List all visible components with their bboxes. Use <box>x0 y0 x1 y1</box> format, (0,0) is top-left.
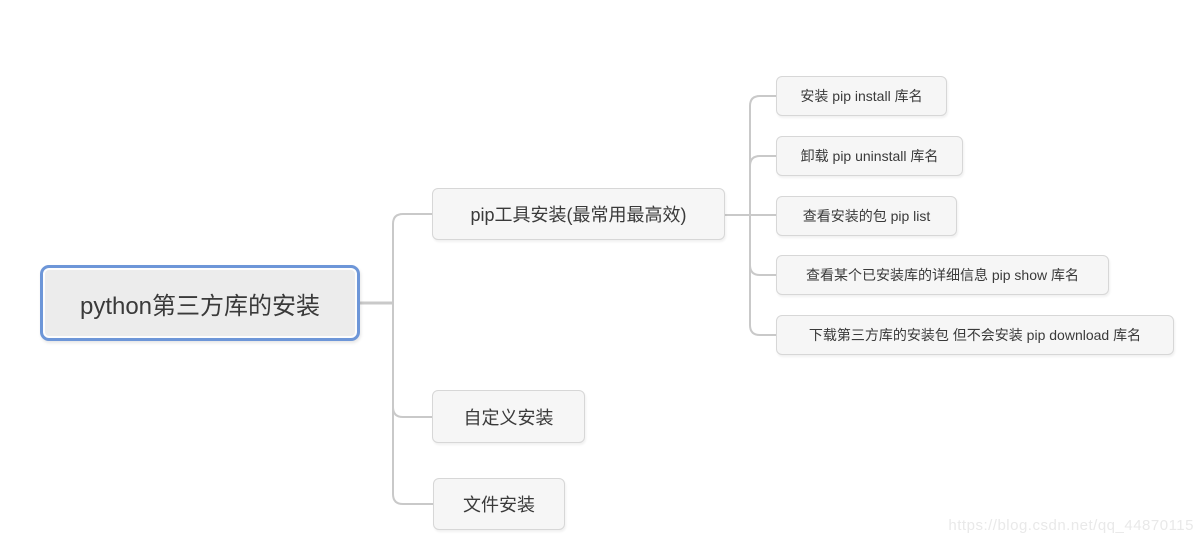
branch-node-label: 自定义安装 <box>463 407 554 428</box>
root-node[interactable]: python第三方库的安装 <box>40 265 360 341</box>
leaf-node-label: 查看安装的包 pip list <box>802 208 931 224</box>
leaf-node-label: 下载第三方库的安装包 但不会安装 pip download 库名 <box>808 327 1142 343</box>
connector-to-leaf-4 <box>749 264 776 276</box>
leaf-node-pip-install[interactable]: 安装 pip install 库名 <box>776 76 947 116</box>
leaf-node-pip-show[interactable]: 查看某个已安装库的详细信息 pip show 库名 <box>776 255 1109 295</box>
connector-to-leaf-1 <box>749 95 776 107</box>
branch-node-custom-install[interactable]: 自定义安装 <box>432 390 585 443</box>
branch-node-pip-install[interactable]: pip工具安装(最常用最高效) <box>432 188 725 240</box>
leaf-node-label: 安装 pip install 库名 <box>800 88 923 104</box>
branch-node-file-install[interactable]: 文件安装 <box>433 478 565 530</box>
leaf-node-label: 查看某个已安装库的详细信息 pip show 库名 <box>805 267 1080 283</box>
leaf-node-pip-download[interactable]: 下载第三方库的安装包 但不会安装 pip download 库名 <box>776 315 1174 355</box>
connector-to-pip <box>392 213 432 225</box>
connector-to-leaf-2 <box>749 155 776 167</box>
leaf-node-pip-uninstall[interactable]: 卸载 pip uninstall 库名 <box>776 136 963 176</box>
leaf-node-pip-list[interactable]: 查看安装的包 pip list <box>776 196 957 236</box>
root-node-label: python第三方库的安装 <box>79 292 321 320</box>
connector-to-file <box>392 493 433 505</box>
connector-to-leaf-5 <box>749 324 776 336</box>
connector-to-custom <box>392 406 432 418</box>
leaf-node-label: 卸载 pip uninstall 库名 <box>800 148 939 164</box>
branch-node-label: 文件安装 <box>463 495 535 515</box>
watermark-url: https://blog.csdn.net/qq_44870115 <box>948 517 1194 534</box>
branch-node-label: pip工具安装(最常用最高效) <box>470 205 687 225</box>
